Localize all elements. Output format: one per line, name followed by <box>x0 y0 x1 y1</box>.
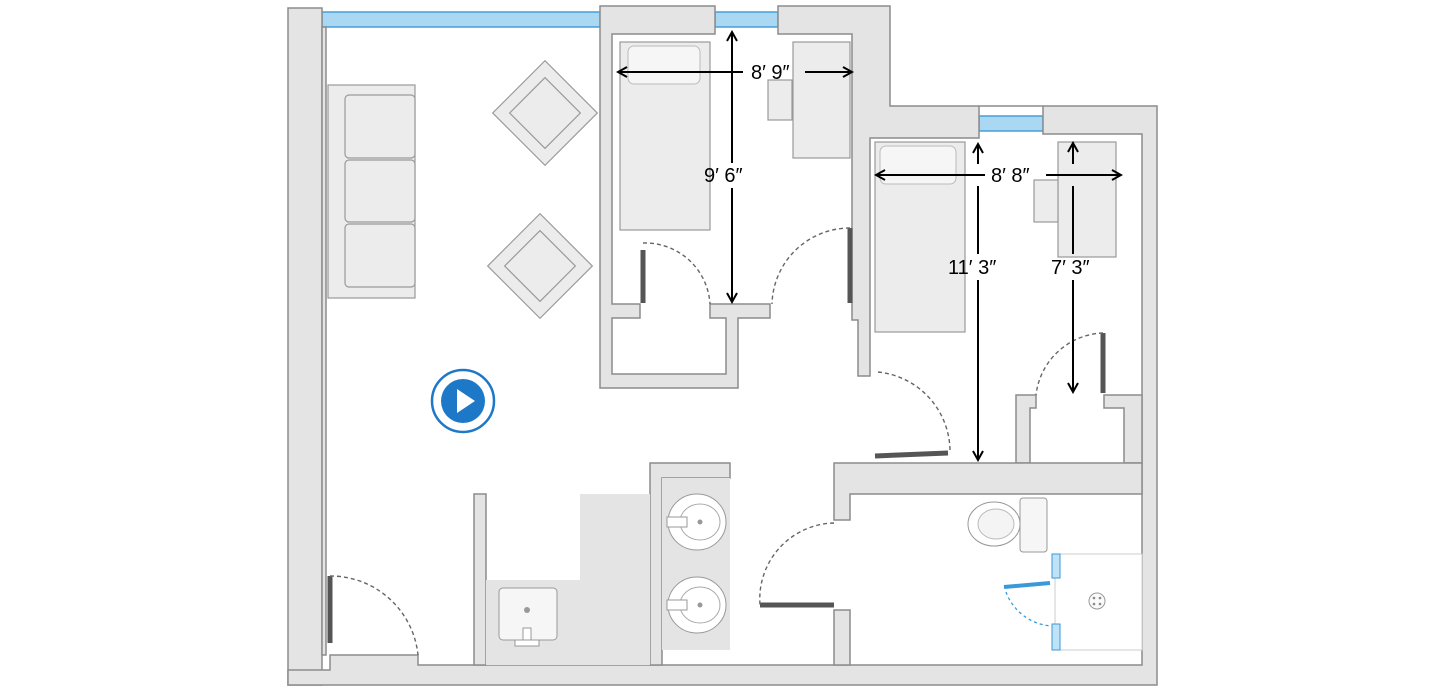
desk-1 <box>767 41 851 159</box>
bedroom-1-walls <box>599 5 771 389</box>
exterior-walls <box>287 5 1158 686</box>
bed-1 <box>619 41 711 231</box>
bedroom-1-window <box>714 11 779 28</box>
dim-closet-length: 7′ 3″ <box>1051 257 1090 279</box>
dimension-lines: 8′ 9″ 9′ 6″ 8′ 8″ 11′ 3″ 7′ 3″ <box>618 32 1121 460</box>
shower-drain <box>1088 592 1106 610</box>
armchair-upper <box>491 59 599 167</box>
sofa <box>327 84 416 299</box>
dim-bedroom-2-length: 11′ 3″ <box>948 257 996 279</box>
vanity-sink-lower <box>666 576 727 634</box>
dim-bedroom-2-width: 8′ 8″ <box>991 165 1030 187</box>
desk-2 <box>1033 141 1117 258</box>
closet-wall-left <box>1015 394 1037 464</box>
doors <box>327 227 1106 656</box>
west-wall-inner <box>321 26 327 656</box>
bedroom-2-walls <box>287 5 1158 686</box>
toilet <box>967 497 1048 553</box>
vanity-sink-upper <box>666 493 727 551</box>
bedroom-2-door <box>874 450 949 459</box>
play-button[interactable] <box>430 368 496 434</box>
armchair-lower <box>486 212 594 320</box>
bedroom-2-window <box>978 115 1044 132</box>
closet-wall-right <box>1103 394 1143 464</box>
laundry-wall <box>473 493 487 666</box>
bath-north-wall <box>833 462 1143 521</box>
laundry-counter <box>580 494 650 580</box>
living-room-window <box>321 11 601 28</box>
west-wall <box>287 7 323 686</box>
shower <box>1003 553 1143 651</box>
dim-bedroom-1-width: 8′ 9″ <box>751 62 790 84</box>
laundry-sink <box>498 587 558 647</box>
bath-west-wall-low <box>833 609 851 666</box>
play-icon <box>457 389 475 413</box>
bed-2 <box>874 141 966 333</box>
dim-bedroom-1-length: 9′ 6″ <box>704 165 743 187</box>
